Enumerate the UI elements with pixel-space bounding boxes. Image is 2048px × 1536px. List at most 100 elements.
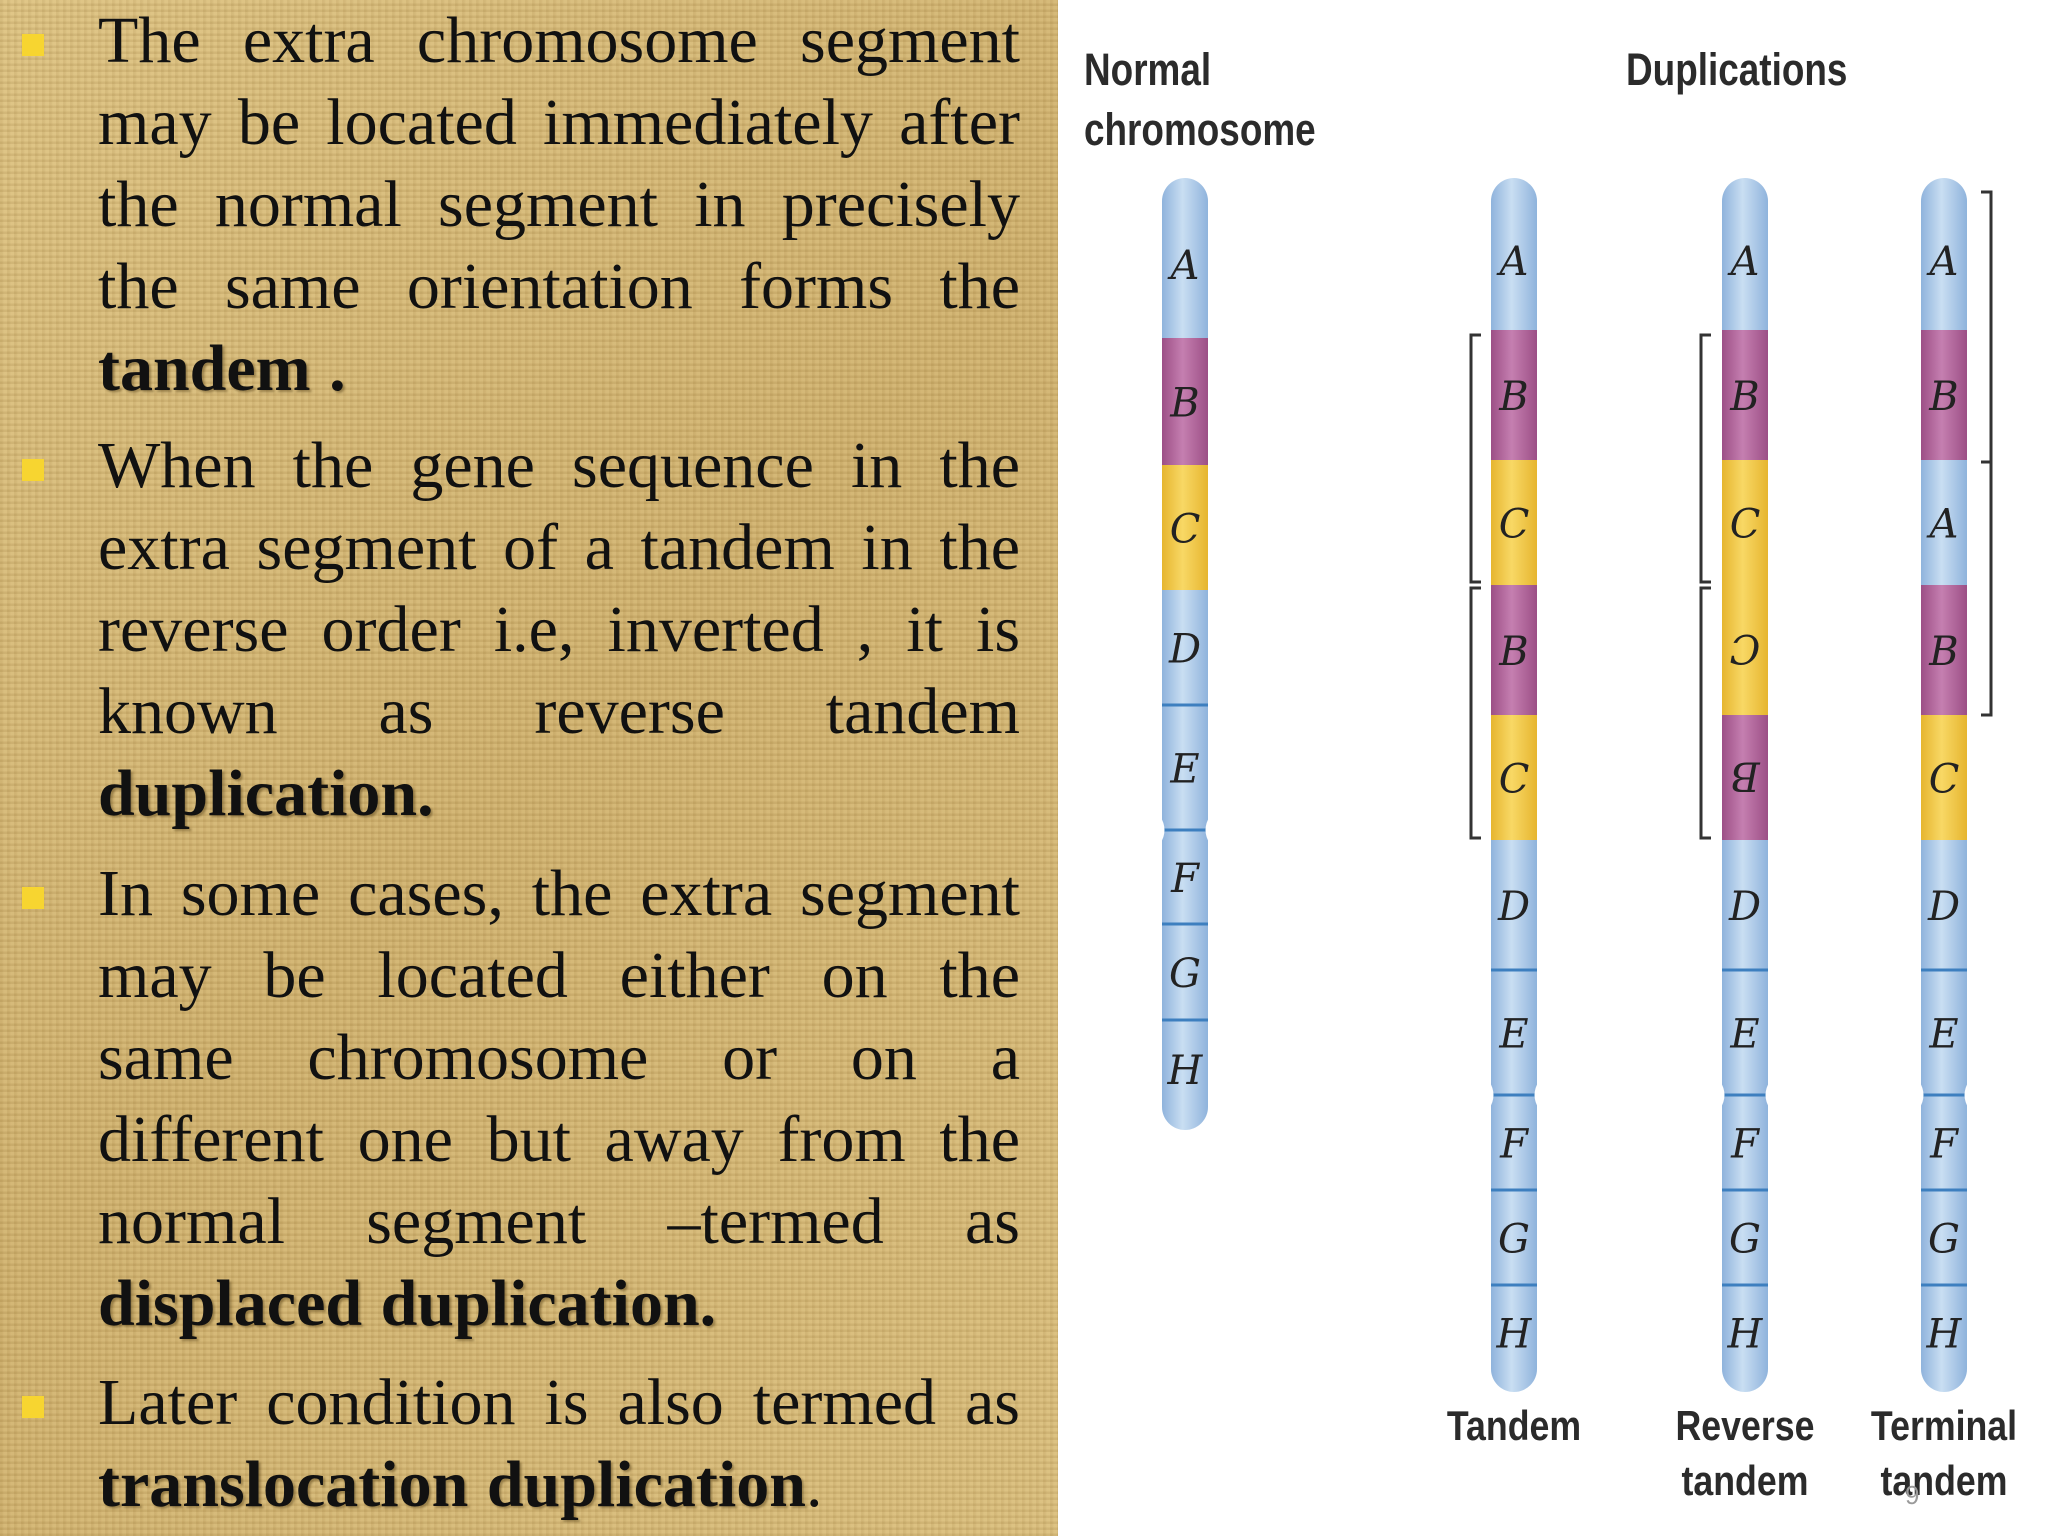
- chromosome-normal: [1162, 178, 1208, 1130]
- band-a: [1921, 460, 1967, 585]
- band-label-h: H: [1496, 1312, 1533, 1358]
- chromosome-caption: Tandem: [1447, 1403, 1581, 1449]
- band-f: [1162, 830, 1208, 924]
- bullet-line: Later condition is also termed as: [98, 1366, 1020, 1439]
- page-number: 9: [1905, 1480, 1920, 1510]
- band-a: [1921, 178, 1967, 330]
- band-label-c: C: [1730, 502, 1761, 548]
- band-label-d: D: [1497, 884, 1530, 930]
- band-label-c: C: [1499, 757, 1530, 803]
- band-label-a: A: [1926, 239, 1959, 285]
- bracket-tandem-duplicate: [1469, 586, 1481, 840]
- bullet-line: normal segment –termed as: [98, 1185, 1020, 1258]
- bullet-tail: .: [805, 1448, 823, 1521]
- bracket-reverse-original: [1699, 333, 1711, 584]
- band-h: [1162, 1020, 1208, 1130]
- chromosome-caption: Terminal: [1871, 1403, 2017, 1449]
- band-label-b: B: [1928, 374, 1958, 420]
- band-g: [1921, 1190, 1967, 1285]
- band-label-f: F: [1170, 856, 1200, 902]
- band-g: [1722, 1190, 1768, 1285]
- bullet-line: the same orientation forms the: [98, 250, 1020, 323]
- bullet-line: known as reverse tandem: [98, 675, 1020, 748]
- band-c: [1162, 465, 1208, 590]
- band-g: [1162, 924, 1208, 1020]
- square-bullet-icon: [22, 459, 44, 481]
- band-d: [1162, 590, 1208, 705]
- band-h: [1722, 1285, 1768, 1392]
- bullet-line: different one but away from the: [98, 1103, 1020, 1176]
- centromere-right: [1534, 1081, 1539, 1109]
- band-label-g: G: [1928, 1217, 1960, 1263]
- band-label-f: F: [1499, 1122, 1529, 1168]
- band-label-c: C: [1730, 625, 1761, 671]
- band-label-h: H: [1167, 1048, 1204, 1094]
- band-label-g: G: [1169, 951, 1201, 997]
- centromere-left: [1919, 1081, 1924, 1109]
- band-label-b: B: [1498, 374, 1528, 420]
- band-h: [1491, 1285, 1537, 1392]
- band-a: [1491, 178, 1537, 330]
- band-label-a: A: [1167, 243, 1200, 289]
- band-label-e: E: [1928, 1012, 1958, 1058]
- band-d: [1491, 840, 1537, 970]
- bracket-reverse-duplicate: [1699, 586, 1711, 840]
- bullet-line: extra segment of a tandem in the: [98, 511, 1020, 584]
- bullet-last-line: tandem .: [98, 328, 1020, 410]
- centromere-left: [1720, 1081, 1725, 1109]
- bullet-line: In some cases, the extra segment: [98, 857, 1020, 930]
- band-e: [1921, 970, 1967, 1095]
- bullet-line: reverse order i.e, inverted , it is: [98, 593, 1020, 666]
- centromere-right: [1205, 816, 1210, 844]
- band-c: [1722, 460, 1768, 585]
- band-label-b: B: [1169, 381, 1199, 427]
- band-label-g: G: [1729, 1217, 1761, 1263]
- band-c: [1921, 715, 1967, 840]
- normal-heading-line-2: chromosome: [1084, 104, 1316, 155]
- centromere-left: [1489, 1081, 1494, 1109]
- band-d: [1722, 840, 1768, 970]
- band-f: [1491, 1095, 1537, 1190]
- band-b: [1921, 585, 1967, 715]
- band-label-d: D: [1927, 884, 1960, 930]
- band-a: [1162, 178, 1208, 338]
- square-bullet-icon: [22, 1396, 44, 1418]
- bullet-line: The extra chromosome segment: [98, 4, 1020, 77]
- duplications-heading: Duplications: [1626, 44, 1848, 95]
- band-label-h: H: [1926, 1312, 1963, 1358]
- band-label-a: A: [1926, 502, 1959, 548]
- bullet-last-line: translocation duplication.: [98, 1444, 1020, 1526]
- bullet-line: the normal segment in precisely: [98, 168, 1020, 241]
- band-b: [1491, 585, 1537, 715]
- band-label-c: C: [1499, 502, 1530, 548]
- bullet-line: same chromosome or on a: [98, 1021, 1020, 1094]
- band-c: [1491, 460, 1537, 585]
- band-label-b: B: [1730, 753, 1760, 799]
- band-label-a: A: [1496, 239, 1529, 285]
- square-bullet-icon: [22, 34, 44, 56]
- bracket-terminal-original: [1981, 190, 1993, 464]
- band-a: [1722, 178, 1768, 330]
- band-label-b: B: [1729, 374, 1759, 420]
- chromosome-tandem: [1491, 178, 1537, 1392]
- bullet-last-line: duplication.: [98, 753, 1020, 835]
- band-label-e: E: [1729, 1012, 1759, 1058]
- bold-term: tandem .: [98, 332, 346, 405]
- band-label-b: B: [1928, 629, 1958, 675]
- band-label-f: F: [1730, 1122, 1760, 1168]
- band-f: [1722, 1095, 1768, 1190]
- centromere-left: [1160, 816, 1165, 844]
- bullet-last-line: displaced duplication.: [98, 1263, 1020, 1345]
- chromosome-terminal-tandem: [1921, 178, 1967, 1392]
- bullet-line: When the gene sequence in the: [98, 429, 1020, 502]
- square-bullet-icon: [22, 887, 44, 909]
- band-d: [1921, 840, 1967, 970]
- band-label-c: C: [1170, 507, 1201, 553]
- band-label-e: E: [1169, 747, 1199, 793]
- band-c: [1722, 585, 1768, 715]
